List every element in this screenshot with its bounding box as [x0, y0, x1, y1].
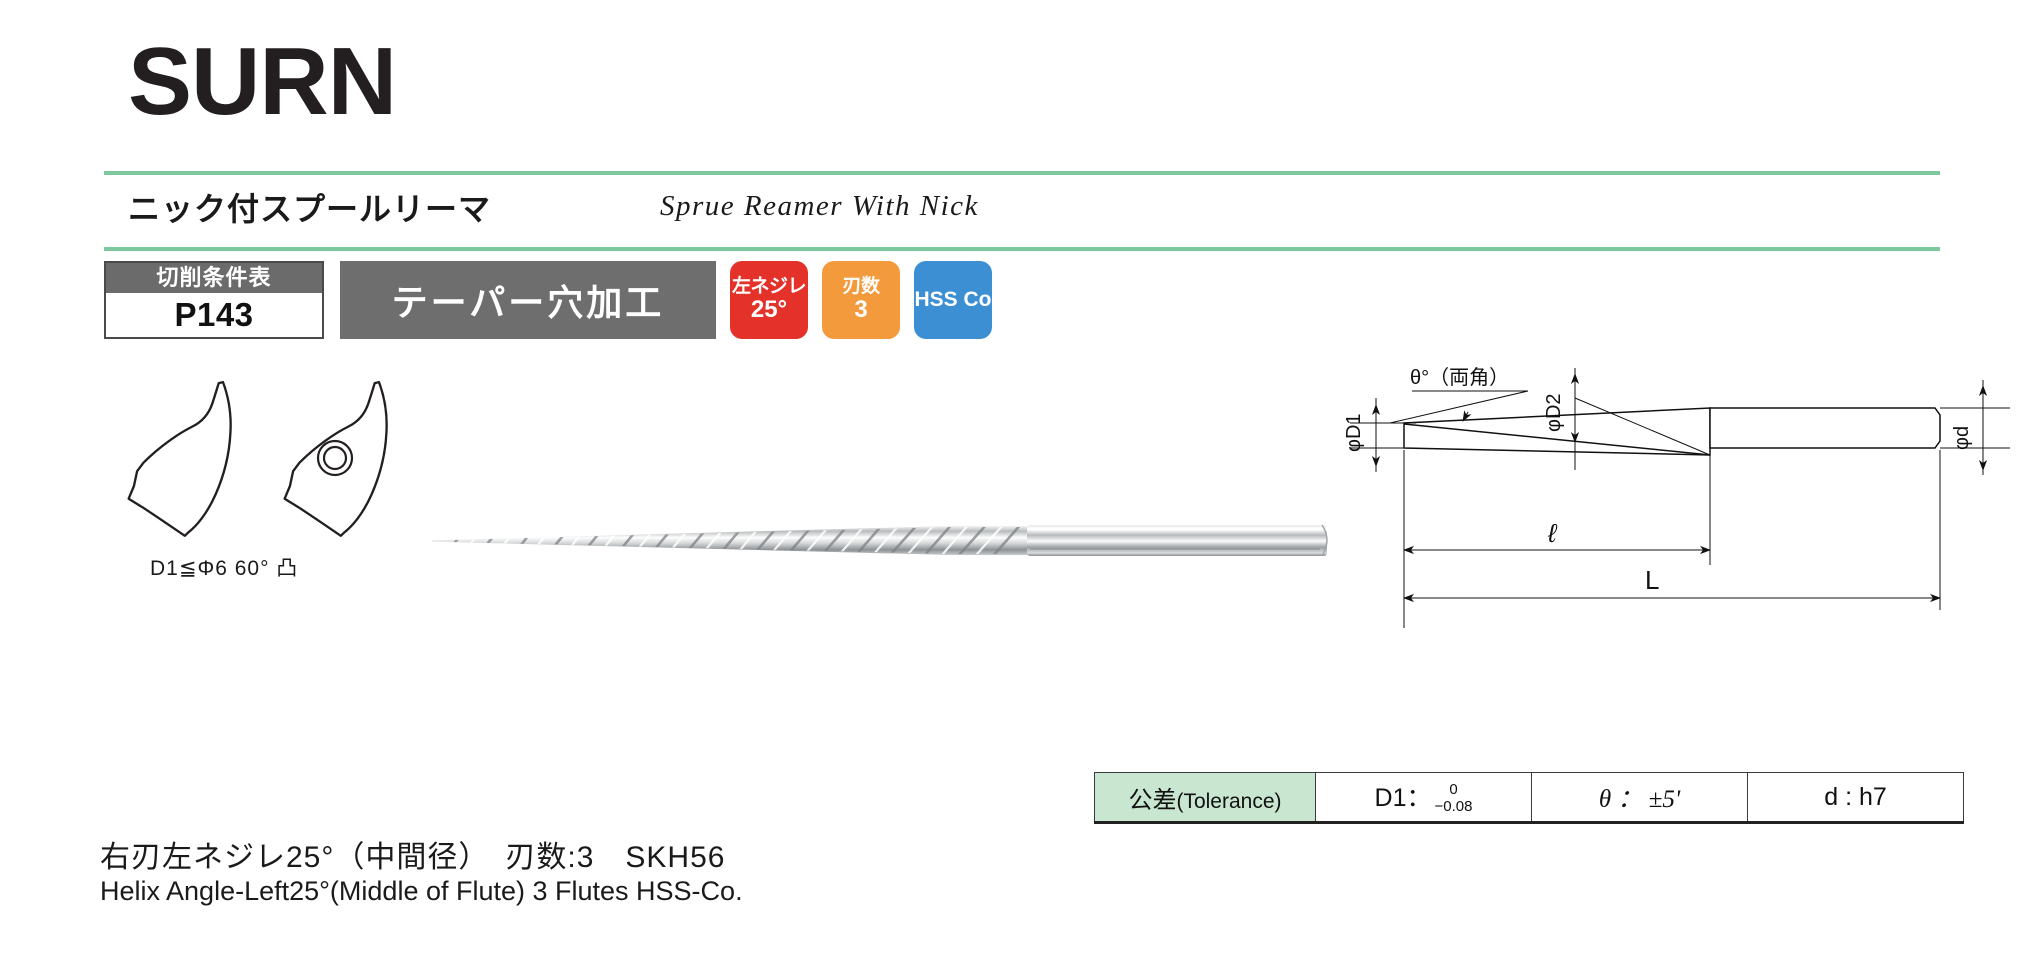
tolerance-d1-lower: −0.08 [1434, 798, 1473, 816]
flute-count-chip-line2: 3 [854, 296, 868, 324]
cutting-conditions-label: 切削条件表 [106, 263, 322, 293]
material-chip: HSS Co [914, 261, 992, 339]
tolerance-cell-d1: D1： 0−0.08 [1315, 772, 1532, 824]
phi-d2-label: φD2 [1543, 393, 1565, 432]
tolerance-d1-label: D1： [1374, 783, 1432, 812]
subtitle-english: Sprue Reamer With Nick [660, 190, 979, 222]
flute-length-label: ℓ [1547, 518, 1558, 548]
spec-text-english: Helix Angle-Left25°(Middle of Flute) 3 F… [100, 876, 743, 906]
tolerance-d1-upper: 0 [1449, 781, 1458, 799]
spec-text-japanese: 右刃左ネジレ25°（中間径） 刃数:3 SKH56 [100, 841, 726, 874]
process-type-badge: テーパー穴加工 [340, 261, 716, 339]
flute-cross-section-diagram [127, 380, 388, 537]
helix-angle-chip: 左ネジレ 25° [730, 261, 808, 339]
flute-count-chip-line1: 刃数 [842, 276, 880, 298]
tolerance-cell-d: d : h7 [1747, 772, 1964, 824]
table-row: 公差(Tolerance) D1： 0−0.08 θ ： ±5' d : h7 [1094, 772, 1964, 824]
tolerance-table: 公差(Tolerance) D1： 0−0.08 θ ： ±5' d : h7 [1094, 772, 1964, 824]
tolerance-header-ja: 公差 [1128, 786, 1177, 814]
technical-dimension-drawing: θ°（両角） φD1 φD2 φd ℓ L [1343, 366, 2010, 628]
cutting-conditions-page: P143 [174, 296, 254, 333]
divider-top [104, 171, 1940, 175]
badge-row: 切削条件表 P143 テーパー穴加工 左ネジレ 25° 刃数 3 HSS Co [104, 261, 992, 339]
tolerance-cell-theta: θ ： ±5' [1531, 772, 1748, 824]
helix-angle-chip-line1: 左ネジレ [731, 276, 807, 298]
divider-bottom [104, 247, 1940, 251]
material-chip-line1: HSS Co [914, 287, 992, 311]
theta-label: θ°（両角） [1410, 366, 1509, 389]
tolerance-header-en: (Tolerance) [1176, 789, 1282, 813]
page-title: SURN [128, 28, 397, 135]
phi-d1-label: φD1 [1343, 413, 1365, 452]
helix-angle-chip-line2: 25° [750, 296, 788, 324]
reamer-product-photo [432, 524, 1328, 557]
flute-section-caption: D1≦Φ6 60° 凸 [150, 557, 299, 580]
flute-count-chip: 刃数 3 [822, 261, 900, 339]
overall-length-label: L [1645, 565, 1659, 595]
phi-d-label: φd [1951, 426, 1973, 450]
tolerance-header-cell: 公差(Tolerance) [1094, 772, 1316, 824]
subtitle-japanese: ニック付スプールリーマ [128, 191, 492, 227]
cutting-conditions-reference[interactable]: 切削条件表 P143 [104, 261, 324, 339]
